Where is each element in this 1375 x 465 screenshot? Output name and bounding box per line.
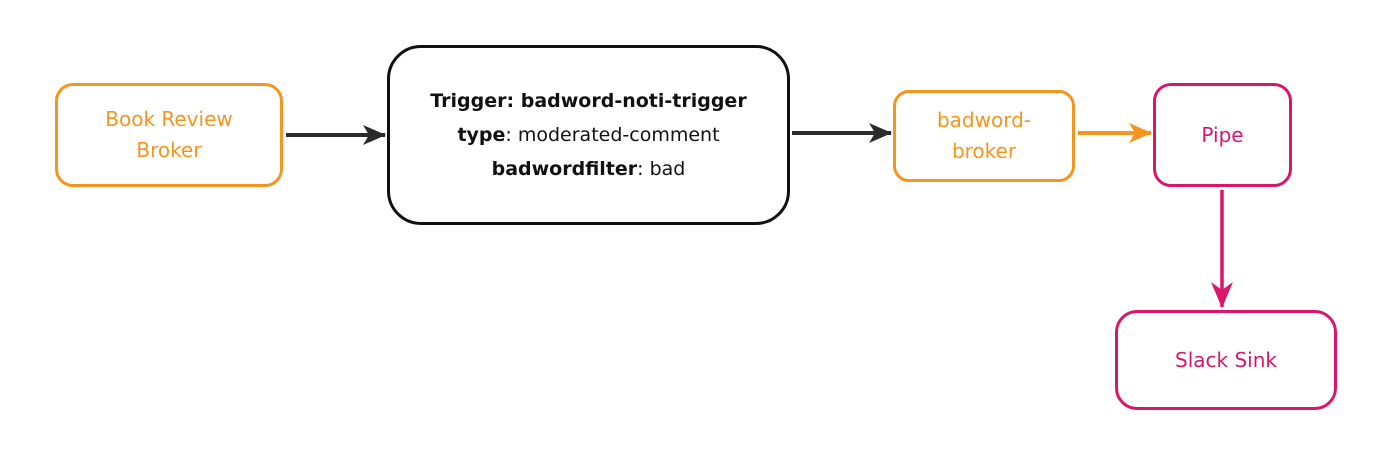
node-slack-sink: Slack Sink [1115, 310, 1337, 410]
trigger-name-text: Trigger: badword-noti-trigger [430, 90, 747, 112]
node-trigger: Trigger: badword-noti-trigger type: mode… [387, 45, 790, 225]
node-pipe: Pipe [1153, 83, 1292, 187]
trigger-lines: Trigger: badword-noti-trigger type: mode… [430, 84, 746, 186]
node-badword-broker: badword-broker [893, 90, 1075, 182]
trigger-line-1: Trigger: badword-noti-trigger [430, 84, 746, 118]
trigger-line-2: type: moderated-comment [430, 118, 746, 152]
trigger-filter-key: badwordfilter [491, 158, 638, 180]
node-book-review-broker-label: Book Review Broker [105, 107, 233, 162]
trigger-filter-value: : bad [637, 158, 686, 180]
node-book-review-broker: Book Review Broker [55, 83, 283, 187]
trigger-type-value: : moderated-comment [505, 124, 720, 146]
trigger-line-3: badwordfilter: bad [430, 152, 746, 186]
node-pipe-label: Pipe [1201, 122, 1244, 147]
node-slack-sink-label: Slack Sink [1175, 347, 1277, 372]
node-badword-broker-label: badword-broker [936, 108, 1032, 163]
trigger-type-key: type [457, 124, 506, 146]
